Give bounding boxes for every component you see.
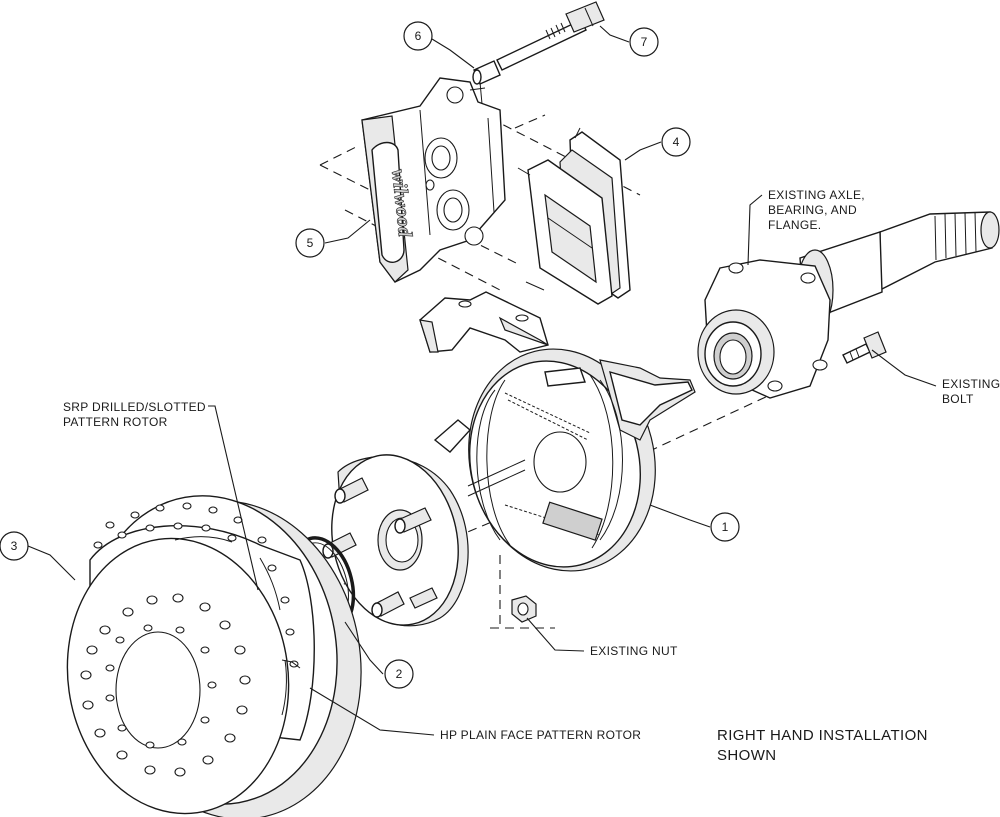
callout-number-6: 6 [415,29,422,43]
installation-note: RIGHT HAND INSTALLATION SHOWN [717,727,928,764]
callout-bubble-4: 4 [661,127,691,157]
callout-number-4: 4 [673,135,680,149]
existing-bolt [842,331,887,364]
caliper-spacer-bushing [472,60,501,85]
label-srp-rotor: SRP DRILLED/SLOTTED PATTERN ROTOR [63,400,206,429]
label-existing-axle-line-3: FLANGE. [768,218,821,232]
callout-number-1: 1 [722,520,729,534]
brake-pads [517,127,631,305]
callout-number-2: 2 [396,667,403,681]
existing-axle-bearing-flange [697,211,1000,399]
caliper-bracket [419,291,549,353]
drilled-slotted-rotor [66,495,362,817]
label-existing-axle-line-2: BEARING, AND [768,203,857,217]
callout-bubble-2: 2 [384,659,414,689]
callout-bubble-7: 7 [629,27,659,57]
callout-bubble-6: 6 [403,21,433,51]
label-hp-rotor: HP PLAIN FACE PATTERN ROTOR [440,728,641,742]
label-existing-axle: EXISTING AXLE, BEARING, AND FLANGE. [768,188,865,232]
label-srp-rotor-line-1: SRP DRILLED/SLOTTED [63,400,206,414]
callout-number-5: 5 [307,236,314,250]
parking-brake-backing-plate [433,348,696,572]
hub-flange-with-studs [322,454,469,627]
callout-bubble-3: 3 [0,531,29,561]
installation-note-line-1: RIGHT HAND INSTALLATION [717,727,928,744]
label-existing-bolt-line-1: EXISTING [942,377,1000,391]
callout-bubble-1: 1 [710,512,740,542]
label-existing-nut: EXISTING NUT [590,644,678,658]
label-srp-rotor-line-2: PATTERN ROTOR [63,415,168,429]
leader-lines [27,25,937,736]
label-existing-axle-line-1: EXISTING AXLE, [768,188,865,202]
installation-note-line-2: SHOWN [717,747,777,764]
existing-nut [511,595,537,623]
label-existing-bolt-line-2: BOLT [942,392,974,406]
wheel-studs [322,477,438,618]
callout-number-3: 3 [11,539,18,553]
caliper-mounting-bolt [496,1,605,71]
wilwood-caliper: wilwood [361,77,506,283]
rotor-edge-drill-holes [93,502,299,668]
callout-number-7: 7 [641,35,648,49]
label-existing-bolt: EXISTING BOLT [942,377,1000,406]
rotor-face-holes [80,593,251,777]
callout-bubble-5: 5 [295,228,325,258]
